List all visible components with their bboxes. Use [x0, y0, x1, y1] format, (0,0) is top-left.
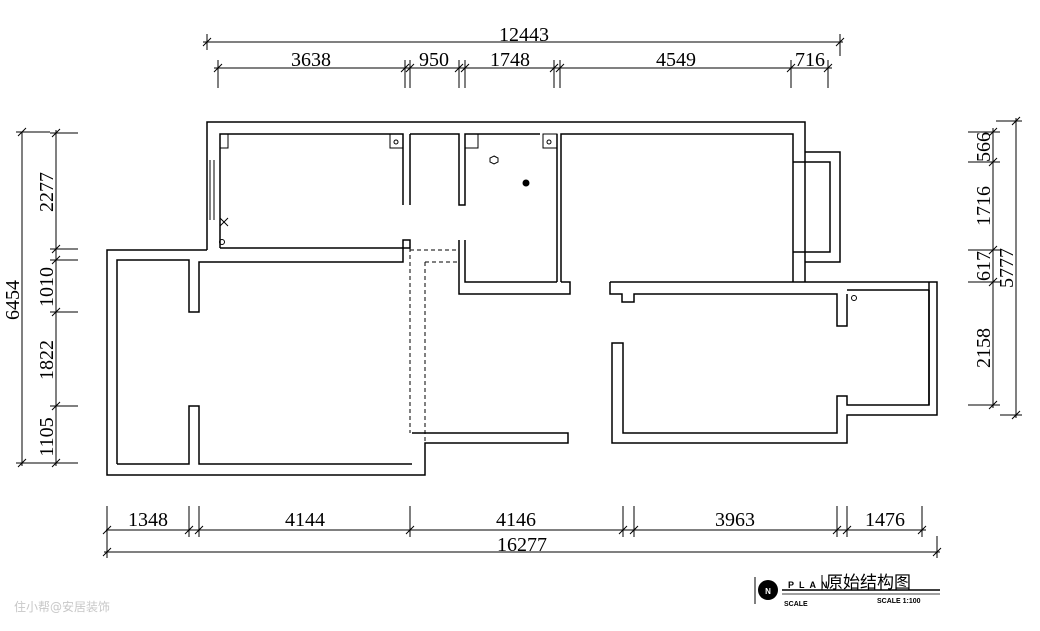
bottom-dimensions	[102, 506, 942, 558]
dim-top-total: 12443	[499, 24, 549, 46]
dim-top-2: 950	[419, 49, 449, 71]
top-dimensions	[202, 34, 845, 88]
dim-right-3: 617	[973, 251, 995, 281]
dim-right-total: 5777	[996, 248, 1018, 288]
title-block: N PLAN 原始结构图 SCALE SCALE 1:100	[754, 573, 940, 608]
right-dimensions	[968, 116, 1022, 420]
dim-bottom-4: 3963	[715, 509, 755, 531]
dim-right-4: 2158	[973, 328, 995, 368]
scale-label: SCALE	[784, 601, 808, 608]
scale-value: SCALE 1:100	[877, 598, 921, 605]
dim-bottom-3: 4146	[496, 509, 536, 531]
dim-left-total: 6454	[2, 280, 24, 320]
dim-bottom-5: 1476	[865, 509, 905, 531]
dim-left-2: 1010	[36, 267, 58, 307]
fixtures	[219, 133, 857, 301]
dim-right-1: 566	[973, 132, 995, 162]
drawing-title: 原始结构图	[826, 573, 911, 593]
left-dimensions	[16, 127, 78, 468]
watermark: 住小帮@安居装饰	[14, 599, 110, 614]
dim-bottom-2: 4144	[285, 509, 325, 531]
plan-label: PLAN	[788, 580, 833, 590]
dim-bottom-total: 16277	[497, 534, 547, 556]
svg-text:N: N	[765, 587, 771, 596]
dim-top-3: 1748	[490, 49, 530, 71]
dim-left-3: 1822	[36, 340, 58, 380]
dim-left-1: 2277	[36, 172, 58, 212]
walls	[106, 121, 938, 476]
dim-top-1: 3638	[291, 49, 331, 71]
compass-icon	[758, 580, 778, 600]
dim-top-4: 4549	[656, 49, 696, 71]
dim-top-5: 716	[795, 49, 825, 71]
dim-left-4: 1105	[36, 417, 58, 456]
dim-bottom-1: 1348	[128, 509, 168, 531]
dim-right-2: 1716	[973, 186, 995, 226]
